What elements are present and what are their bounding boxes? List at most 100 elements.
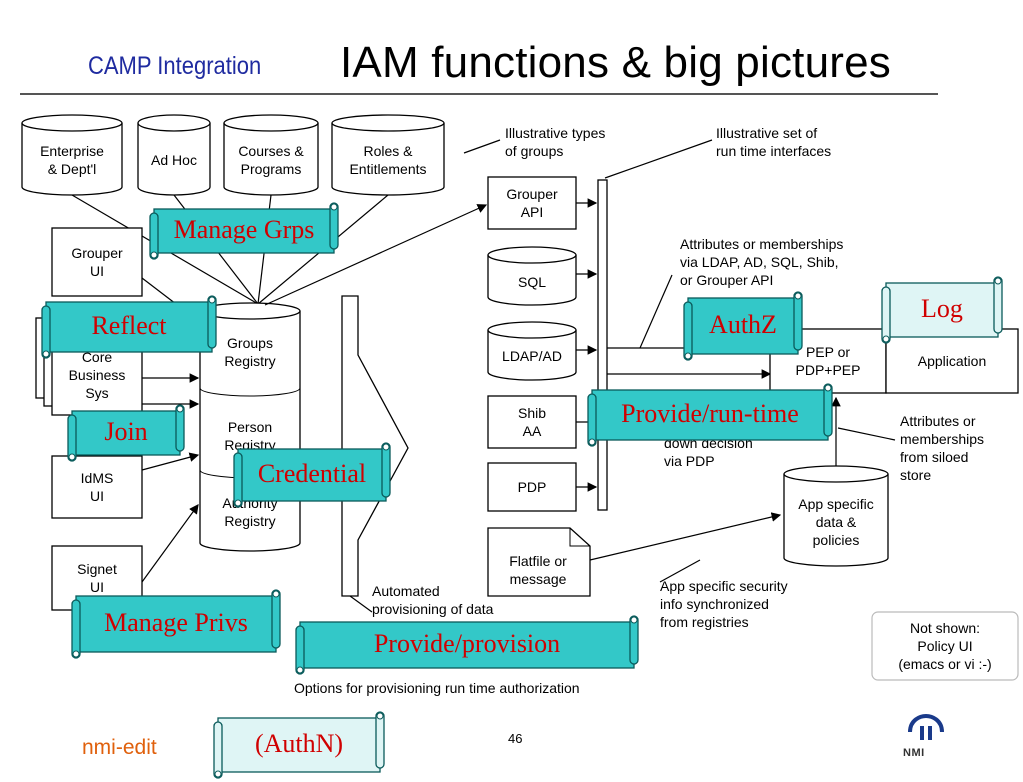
diagram-caption: Options for provisioning run time author…: [294, 680, 580, 696]
group-type-label: Roles &Entitlements: [349, 143, 426, 177]
scroll-dot: [272, 590, 280, 598]
group-type-cylinder-top: [223, 114, 319, 132]
scroll-curl-right: [375, 711, 385, 769]
runtime-bus: [597, 179, 608, 511]
ui-feed-arrow: [141, 504, 199, 583]
scroll-dot: [382, 443, 390, 451]
sql-cylinder-top: [487, 246, 577, 264]
application-box: [885, 328, 1019, 394]
scroll-banner: Credential: [233, 442, 391, 508]
scroll-label: (AuthN): [255, 729, 343, 758]
note-pointer: [463, 139, 501, 154]
scroll-banner: AuthZ: [683, 291, 803, 361]
sync-arrow: [589, 512, 782, 561]
scroll-dot: [588, 438, 596, 446]
scroll-label: Manage Grps: [174, 215, 315, 244]
app-store-cylinder-top: [783, 465, 889, 483]
shib-box: [487, 395, 577, 449]
scroll-banner: Provide/provision: [295, 615, 639, 675]
scroll-dot: [330, 203, 338, 211]
group-type-cylinder-top: [331, 114, 445, 132]
sql-cylinder: [487, 255, 577, 306]
scroll-curl-left: [587, 393, 597, 447]
scroll-label: Credential: [258, 459, 366, 488]
group-type-cylinder: [137, 123, 211, 196]
not-shown-label: Not shown:Policy UI(emacs or vi :-): [898, 620, 991, 672]
scroll-body: [591, 389, 829, 441]
scroll-body: [217, 717, 381, 773]
note-pointer: [604, 139, 713, 179]
scroll-curl-right: [793, 291, 803, 351]
interface-label: LDAP/AD: [502, 348, 562, 364]
scroll-curl-left: [41, 305, 51, 359]
scroll-curl-right: [271, 589, 281, 649]
footer-label: nmi-edit: [82, 736, 157, 759]
note-pointer: [349, 595, 373, 613]
scroll-dot: [296, 666, 304, 674]
scroll-label: Provide/provision: [374, 629, 560, 658]
ldap-cylinder-top: [487, 321, 577, 339]
scroll-curl-right: [993, 276, 1003, 334]
ui-box: [51, 227, 143, 297]
scroll-curl-left: [683, 301, 693, 361]
pdp-box: [487, 462, 577, 512]
group-type-cylinder: [223, 123, 319, 196]
grouper-api-box: [487, 176, 577, 230]
scroll-dot: [794, 292, 802, 300]
scroll-label: Log: [921, 294, 963, 323]
ldap-cylinder: [487, 330, 577, 381]
app-store-cylinder: [783, 474, 889, 567]
scroll-banner: Reflect: [41, 295, 217, 359]
group-type-cylinder: [331, 123, 445, 196]
scroll-dot: [630, 616, 638, 624]
not-shown-box: [871, 611, 1019, 681]
application-label: Application: [918, 353, 987, 369]
scroll-banner: (AuthN): [213, 711, 385, 779]
scroll-body: [75, 595, 277, 653]
note-pointer: [659, 559, 701, 583]
scroll-label: Join: [104, 417, 147, 446]
scroll-label: AuthZ: [709, 310, 777, 339]
scroll-dot: [684, 352, 692, 360]
scroll-dot: [68, 453, 76, 461]
scroll-body: [45, 301, 213, 353]
registry-divider: [199, 387, 301, 397]
scroll-dot: [234, 499, 242, 507]
scroll-banner: Manage Grps: [149, 202, 339, 260]
group-type-cylinder: [21, 123, 123, 196]
scroll-banner: Manage Privs: [71, 589, 281, 659]
group-type-label: Enterprise& Dept'l: [40, 143, 104, 177]
scroll-body: [885, 282, 999, 338]
scroll-curl-left: [149, 212, 159, 260]
group-type-cylinder-top: [21, 114, 123, 132]
scroll-label: Reflect: [91, 311, 167, 340]
scroll-curl-left: [295, 625, 305, 675]
scroll-dot: [42, 350, 50, 358]
scroll-curl-right: [823, 383, 833, 437]
provisioning-arrow: [341, 295, 409, 597]
nmi-logo-text: NMI: [903, 747, 925, 759]
flatfile-fold: [569, 528, 590, 547]
scroll-dot: [994, 277, 1002, 285]
scroll-curl-left: [71, 599, 81, 659]
scroll-curl-left: [881, 286, 891, 344]
page-number: 46: [508, 731, 523, 746]
ui-box: [51, 455, 143, 519]
nmi-logo-icon: [908, 713, 944, 740]
flatfile-shape: [487, 527, 591, 597]
scroll-curl-right: [629, 615, 639, 665]
